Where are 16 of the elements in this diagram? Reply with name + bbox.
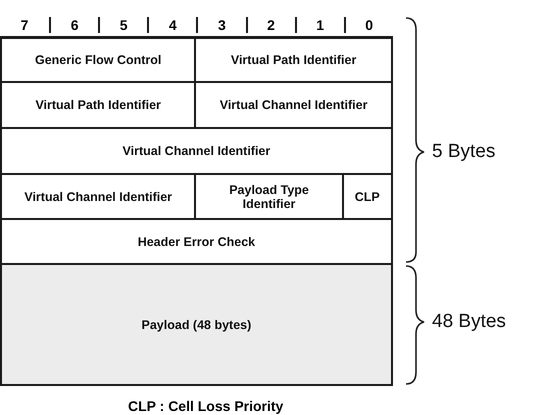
byte-count: 5 Bytes	[432, 141, 496, 163]
bit-number: 2	[246, 17, 294, 33]
bit-number: 1	[294, 17, 344, 33]
bit-number: 5	[98, 17, 148, 33]
bit-number: 7	[20, 17, 30, 33]
header-field: Virtual Channel Identifier	[0, 127, 393, 175]
bit-number: 0	[344, 17, 393, 33]
bit-number: 3	[196, 17, 246, 33]
byte-count: 48 Bytes	[432, 311, 506, 333]
payload-field: Payload (48 bytes)	[0, 263, 393, 386]
header-field: Header Error Check	[0, 218, 393, 265]
header-field: Virtual Path Identifier	[194, 37, 393, 83]
bit-number: 4	[147, 17, 196, 33]
caption: CLP : Cell Loss Priority	[128, 398, 284, 414]
header-field: Generic Flow Control	[0, 37, 196, 83]
bit-number: 6	[49, 17, 98, 33]
